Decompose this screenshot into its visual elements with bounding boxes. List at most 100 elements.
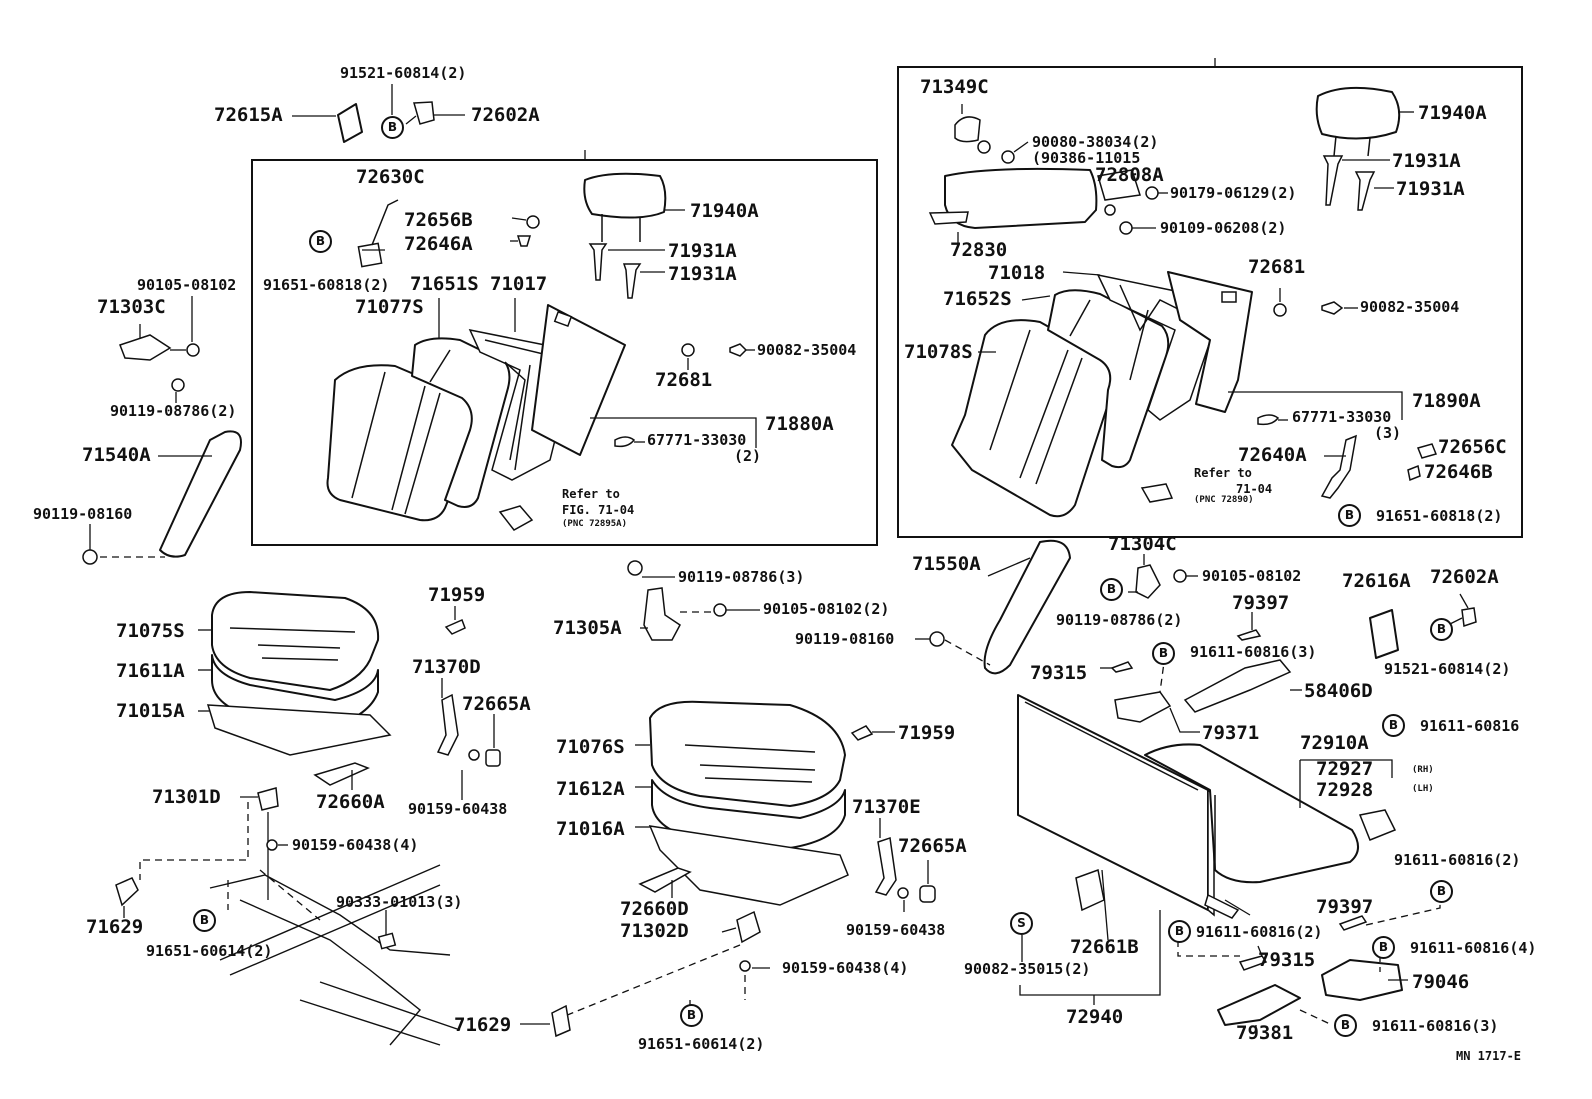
label-91651-60614-right: 91651-60614(2) xyxy=(638,1035,765,1053)
label-71303C: 71303C xyxy=(97,296,166,318)
label-72630C: 72630C xyxy=(356,166,425,188)
bolt-mark: B xyxy=(381,116,404,139)
72615A-part xyxy=(337,103,363,143)
bolt-mark: B xyxy=(1100,578,1123,601)
rear-seatback-board xyxy=(1167,271,1253,413)
71540A-trim xyxy=(159,430,242,558)
71629-left-cover xyxy=(115,877,139,907)
label-rh: (RH) xyxy=(1412,765,1434,775)
label-90082-35004: 90082-35004 xyxy=(757,341,857,359)
label-90159-60438: 90159-60438 xyxy=(408,800,508,818)
label-91651-60818-rear: 91651-60818(2) xyxy=(1376,507,1503,525)
71629-right-cover xyxy=(551,1004,571,1038)
label-72830: 72830 xyxy=(950,239,1008,261)
label-90082-35004-rear: 90082-35004 xyxy=(1360,298,1460,316)
rear-seatback-pad xyxy=(1047,289,1170,469)
label-79397-lower: 79397 xyxy=(1316,896,1374,918)
bolt-mark: B xyxy=(309,230,332,253)
label-90119-08160-right: 90119-08160 xyxy=(795,630,895,648)
label-71959: 71959 xyxy=(428,584,486,606)
71370D-bracket xyxy=(436,693,459,756)
front-latch-cover xyxy=(498,505,534,531)
label-79381: 79381 xyxy=(1236,1022,1294,1044)
71302D-bracket xyxy=(736,910,761,944)
label-72665A-right: 72665A xyxy=(898,835,967,857)
label-71305A: 71305A xyxy=(553,617,622,639)
58406D-rod xyxy=(1183,659,1292,713)
label-71629: 71629 xyxy=(86,916,144,938)
label-71652S: 71652S xyxy=(943,288,1012,310)
label-90119-08786-3: 90119-08786(3) xyxy=(678,568,805,586)
rear-seatback-cover xyxy=(951,319,1117,518)
label-72646A: 72646A xyxy=(404,233,473,255)
label-72616A: 72616A xyxy=(1342,570,1411,592)
label-71370E: 71370E xyxy=(852,796,921,818)
label-91651-60614: 91651-60614(2) xyxy=(146,942,273,960)
label-71890A: 71890A xyxy=(1412,390,1481,412)
label-72940: 72940 xyxy=(1066,1006,1124,1028)
label-71931A-rear: 71931A xyxy=(1392,150,1461,172)
rear-seat-cushion xyxy=(1144,743,1359,884)
bolt-mark: B xyxy=(193,909,216,932)
label-71077S: 71077S xyxy=(355,296,424,318)
79381-hinge xyxy=(1217,984,1301,1026)
label-71540A: 71540A xyxy=(82,444,151,466)
label-90159-60438-4-right: 90159-60438(4) xyxy=(782,959,909,977)
label-91611-60816-3-lower: 91611-60816(3) xyxy=(1372,1017,1499,1035)
label-90119-08786: 90119-08786(2) xyxy=(110,402,237,420)
bolt-mark: B xyxy=(1338,504,1361,527)
label-79315-lower: 79315 xyxy=(1258,949,1316,971)
label-90105-08102-2: 90105-08102(2) xyxy=(763,600,890,618)
label-90082-35015: 90082-35015(2) xyxy=(964,960,1091,978)
label-72665A: 72665A xyxy=(462,693,531,715)
label-71651S: 71651S xyxy=(410,273,479,295)
label-72656B: 72656B xyxy=(404,209,473,231)
label-91611-60816: 91611-60816 xyxy=(1420,717,1520,735)
front-release-rod xyxy=(357,242,383,268)
front-seatback-group-frame xyxy=(251,159,878,546)
label-71931A: 71931A xyxy=(668,240,737,262)
label-qty-2: (2) xyxy=(734,447,762,465)
label-79046: 79046 xyxy=(1412,971,1470,993)
71301D-bracket xyxy=(257,787,279,811)
label-90386-11015: (90386-11015 xyxy=(1032,149,1141,167)
label-91611-60816-3: 91611-60816(3) xyxy=(1190,643,1317,661)
label-71629-right: 71629 xyxy=(454,1014,512,1036)
label-72661B: 72661B xyxy=(1070,936,1139,958)
label-67771-33030: 67771-33030 xyxy=(647,431,747,449)
front-seatback-board xyxy=(531,304,626,456)
71304C-hinge xyxy=(1135,564,1161,599)
label-91611-60816-2: 91611-60816(2) xyxy=(1394,851,1521,869)
front-cushion-left xyxy=(206,591,392,786)
label-90105-08102: 90105-08102 xyxy=(137,276,237,294)
diagram-code: MN 1717-E xyxy=(1456,1049,1522,1063)
label-90080-38034: 90080-38034(2) xyxy=(1032,133,1159,151)
bolt-mark: B xyxy=(1168,920,1191,943)
71305A-hinge xyxy=(643,587,681,641)
label-91521-60814: 91521-60814(2) xyxy=(340,64,467,82)
bolt-mark: B xyxy=(1430,880,1453,903)
label-71018: 71018 xyxy=(988,262,1046,284)
label-71349C: 71349C xyxy=(920,76,989,98)
label-72656C: 72656C xyxy=(1438,436,1507,458)
screw-mark: S xyxy=(1010,912,1033,935)
label-71880A: 71880A xyxy=(765,413,834,435)
label-72681-rear: 72681 xyxy=(1248,256,1306,278)
label-90159-60438-right: 90159-60438 xyxy=(846,921,946,939)
label-71302D: 71302D xyxy=(620,920,689,942)
label-lh: (LH) xyxy=(1412,784,1434,794)
note-refer-to: Refer to xyxy=(562,487,620,501)
label-79371: 79371 xyxy=(1202,722,1260,744)
label-72681: 72681 xyxy=(655,369,713,391)
label-91611-60816-4: 91611-60816(4) xyxy=(1410,939,1537,957)
note-refer-to-rear: Refer to xyxy=(1194,466,1252,480)
label-71304C: 71304C xyxy=(1108,533,1177,555)
label-58406D: 58406D xyxy=(1304,680,1373,702)
label-72660A: 72660A xyxy=(316,791,385,813)
label-91611-60816-2-lower: 91611-60816(2) xyxy=(1196,923,1323,941)
label-79315: 79315 xyxy=(1030,662,1088,684)
label-67771-33030-rear: 67771-33030 xyxy=(1292,408,1392,426)
rear-headrest xyxy=(1315,86,1401,157)
label-72615A: 72615A xyxy=(214,104,283,126)
